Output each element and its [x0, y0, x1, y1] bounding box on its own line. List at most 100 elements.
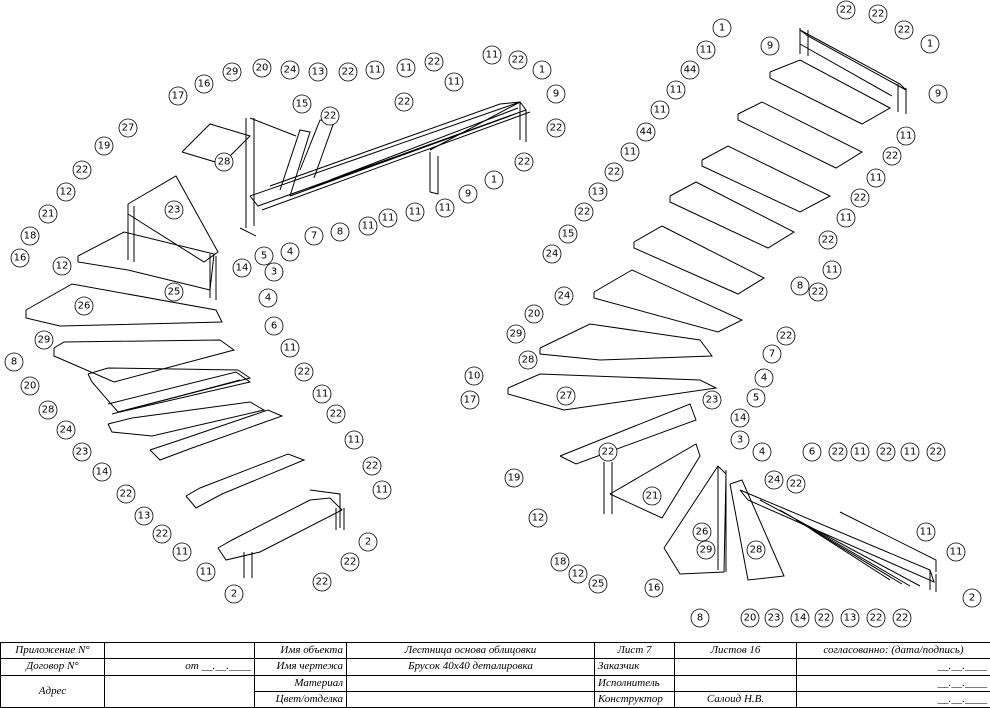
callout-number: 13: [844, 613, 857, 624]
callout-circle: [746, 540, 766, 560]
part-callout: 44: [680, 60, 700, 80]
callout-number: 44: [684, 65, 697, 76]
callout-number: 27: [560, 391, 573, 402]
callout-circle: [294, 362, 314, 382]
callout-circle: [764, 470, 784, 490]
sheets-label: Листов 16: [674, 641, 797, 660]
part-callout: 11: [822, 260, 842, 280]
part-callout: 23: [764, 608, 784, 628]
part-callout: 22: [868, 4, 888, 24]
callout-number: 29: [700, 545, 713, 556]
part-callout: 5: [254, 246, 274, 266]
executor-value: [674, 674, 797, 692]
part-callout: 25: [164, 282, 184, 302]
part-callout: 24: [280, 60, 300, 80]
callout-circle: [786, 474, 806, 494]
callout-number: 1: [927, 39, 933, 50]
callout-number: 8: [797, 281, 803, 292]
callout-number: 22: [780, 331, 793, 342]
callout-number: 15: [296, 99, 309, 110]
callout-circle: [4, 352, 24, 372]
callout-number: 6: [809, 447, 815, 458]
part-callout: 22: [152, 524, 172, 544]
callout-circle: [882, 146, 902, 166]
callout-number: 16: [14, 253, 27, 264]
callout-circle: [802, 442, 822, 462]
callout-circle: [330, 222, 350, 242]
callout-number: 1: [719, 23, 725, 34]
callout-number: 22: [832, 447, 845, 458]
callout-circle: [38, 204, 58, 224]
callout-number: 7: [769, 349, 775, 360]
callout-circle: [776, 326, 796, 346]
callout-number: 25: [592, 579, 605, 590]
part-callout: 24: [542, 244, 562, 264]
callout-circle: [876, 442, 896, 462]
callout-circle: [118, 118, 138, 138]
part-callout: 44: [636, 122, 656, 142]
callout-circle: [528, 508, 548, 528]
callout-circle: [814, 608, 834, 628]
callout-circle: [690, 608, 710, 628]
part-callout: 13: [588, 182, 608, 202]
callout-circle: [892, 608, 912, 628]
callout-circle: [164, 200, 184, 220]
callout-number: 15: [562, 229, 575, 240]
part-callout: 11: [620, 142, 640, 162]
callout-number: 11: [348, 435, 361, 446]
callout-number: 22: [366, 461, 379, 472]
part-callout: 17: [168, 86, 188, 106]
callout-circle: [928, 84, 948, 104]
part-callout: 22: [876, 442, 896, 462]
part-callout: 4: [258, 288, 278, 308]
part-callout: 18: [20, 226, 40, 246]
callout-number: 11: [900, 131, 913, 142]
callout-circle: [836, 208, 856, 228]
part-callout: 12: [52, 256, 72, 276]
callout-number: 17: [464, 395, 477, 406]
callout-circle: [312, 384, 332, 404]
callout-number: 22: [324, 111, 337, 122]
callout-number: 20: [528, 309, 541, 320]
part-callout: 1: [532, 60, 552, 80]
part-callout: 20: [252, 58, 272, 78]
callout-number: 22: [316, 577, 329, 588]
callout-circle: [435, 198, 455, 218]
part-callout: 5: [746, 388, 766, 408]
callout-circle: [546, 84, 566, 104]
callout-circle: [38, 400, 58, 420]
part-callout: 22: [514, 152, 534, 172]
callout-number: 22: [512, 55, 525, 66]
callout-number: 8: [337, 227, 343, 238]
callout-number: 6: [271, 321, 277, 332]
part-callout: 8: [4, 352, 24, 372]
callout-circle: [828, 442, 848, 462]
callout-number: 20: [24, 381, 37, 392]
callout-circle: [424, 52, 444, 72]
callout-circle: [504, 468, 524, 488]
callout-number: 28: [750, 545, 763, 556]
callout-circle: [52, 256, 72, 276]
callout-circle: [696, 540, 716, 560]
callout-number: 7: [311, 231, 317, 242]
callout-number: 11: [200, 567, 213, 578]
callout-circle: [518, 350, 538, 370]
callout-circle: [172, 542, 192, 562]
callout-circle: [642, 486, 662, 506]
part-callout: 4: [752, 442, 772, 462]
callout-circle: [588, 574, 608, 594]
callout-circle: [568, 564, 588, 584]
callout-circle: [72, 160, 92, 180]
callout-number: 22: [330, 409, 343, 420]
part-callout: 26: [692, 522, 712, 542]
callout-circle: [754, 368, 774, 388]
part-callout: 22: [598, 442, 618, 462]
callout-number: 22: [880, 447, 893, 458]
contract-date: от __.__.____: [104, 658, 255, 676]
callout-circle: [304, 226, 324, 246]
approval-date-3: __.__.____: [796, 690, 990, 708]
callout-circle: [340, 552, 360, 572]
callout-circle: [280, 60, 300, 80]
part-callout: 12: [56, 182, 76, 202]
callout-number: 20: [744, 613, 757, 624]
